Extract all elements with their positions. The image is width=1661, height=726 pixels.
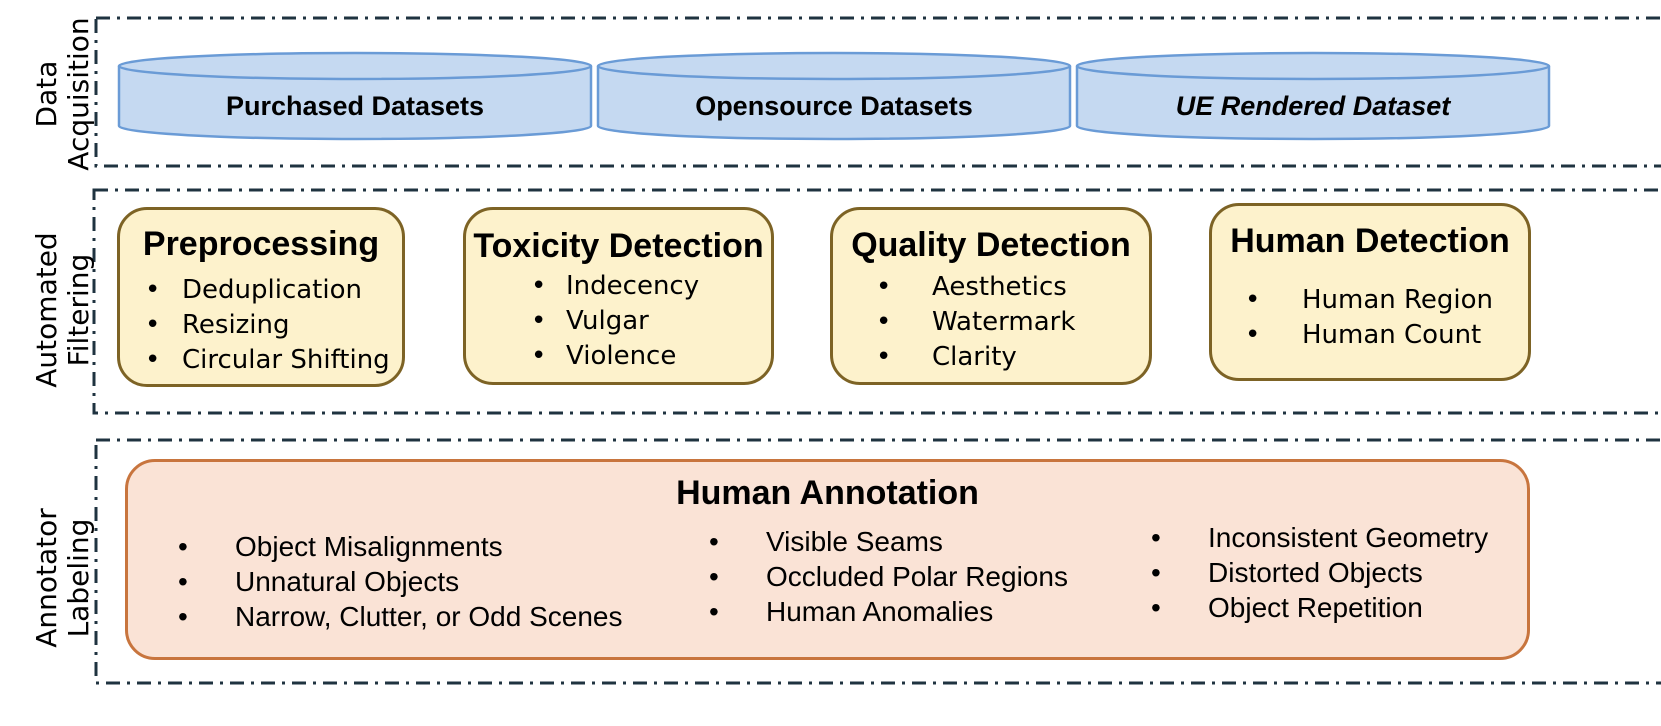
annotation-list-column-2: • Visible Seams • Occluded Polar Regions •… xyxy=(709,524,1068,629)
list-item: • Human Region xyxy=(1245,283,1493,318)
acquisition-panel-frame xyxy=(94,16,1661,168)
list-item-label: Unnatural Objects xyxy=(235,566,460,597)
filter-toxicity-detection: Toxicity Detection • Indecency • Vulgar • V… xyxy=(463,207,774,385)
bullet-icon: • xyxy=(178,531,188,562)
list-item: • Occluded Polar Regions xyxy=(709,559,1068,594)
database-icon xyxy=(1075,51,1551,141)
filter-title: Human Detection xyxy=(1230,222,1510,260)
bullet-icon: • xyxy=(145,345,161,375)
bullet-icon: • xyxy=(531,341,547,371)
filter-item-list: • Aesthetics • Watermark • Clarity xyxy=(876,270,1075,375)
filter-human-detection: Human Detection • Human Region • Human Cou… xyxy=(1209,203,1531,381)
bullet-icon: • xyxy=(1151,557,1161,588)
row-label-line: Acquisition xyxy=(62,17,95,171)
filter-title: Quality Detection xyxy=(851,226,1131,264)
bullet-icon: • xyxy=(178,601,188,632)
bullet-icon: • xyxy=(1245,285,1261,315)
list-item-label: Object Repetition xyxy=(1208,592,1423,623)
list-item: • Deduplication xyxy=(145,273,390,308)
bullet-icon: • xyxy=(1151,522,1161,553)
list-item: • Unnatural Objects xyxy=(178,564,623,599)
list-item: • Clarity xyxy=(876,340,1075,375)
bullet-icon: • xyxy=(145,310,161,340)
list-item-label: Human Anomalies xyxy=(766,596,994,627)
list-item: • Narrow, Clutter, or Odd Scenes xyxy=(178,599,623,634)
filter-title: Preprocessing xyxy=(142,225,380,263)
filter-quality-detection: Quality Detection • Aesthetics • Watermark… xyxy=(830,207,1152,385)
filter-item-list: • Human Region • Human Count xyxy=(1245,283,1493,353)
database-icon xyxy=(117,51,593,141)
bullet-icon: • xyxy=(876,307,892,337)
bullet-icon: • xyxy=(709,561,719,592)
list-item: • Vulgar xyxy=(531,304,699,339)
list-item-label: Distorted Objects xyxy=(1208,557,1423,588)
list-item-label: Deduplication xyxy=(182,275,362,305)
list-item: • Watermark xyxy=(876,305,1075,340)
bullet-icon: • xyxy=(1151,592,1161,623)
list-item: • Human Count xyxy=(1245,318,1493,353)
list-item-label: Watermark xyxy=(932,307,1076,337)
bullet-icon: • xyxy=(1245,320,1261,350)
filter-preprocessing: Preprocessing • Deduplication • Resizing •… xyxy=(117,207,405,387)
list-item-label: Object Misalignments xyxy=(235,531,503,562)
row-label-line: Automated xyxy=(30,232,63,388)
list-item: • Inconsistent Geometry xyxy=(1151,520,1488,555)
bullet-icon: • xyxy=(531,306,547,336)
list-item-label: Narrow, Clutter, or Odd Scenes xyxy=(235,601,623,632)
list-item-label: Vulgar xyxy=(566,306,649,336)
list-item-label: Human Count xyxy=(1302,320,1482,350)
list-item-label: Indecency xyxy=(566,271,700,301)
dataset-ue-rendered: UE Rendered Dataset xyxy=(1075,49,1551,141)
bullet-icon: • xyxy=(709,526,719,557)
dataset-label: Opensource Datasets xyxy=(695,91,973,121)
human-annotation-box: Human Annotation • Object Misalignments •… xyxy=(125,459,1530,660)
bullet-icon: • xyxy=(876,272,892,302)
list-item: • Aesthetics xyxy=(876,270,1075,305)
row-label-line: Annotator xyxy=(30,508,63,648)
filter-item-list: • Deduplication • Resizing • Circular Shift… xyxy=(145,273,390,378)
filter-title: Toxicity Detection xyxy=(473,227,764,265)
annotation-list-column-1: • Object Misalignments • Unnatural Objects… xyxy=(178,529,623,634)
list-item-label: Resizing xyxy=(182,310,290,340)
annotation-list-column-3: • Inconsistent Geometry • Distorted Object… xyxy=(1151,520,1488,625)
list-item-label: Visible Seams xyxy=(766,526,943,557)
database-icon xyxy=(596,51,1072,141)
list-item-label: Violence xyxy=(566,341,677,371)
annotation-title: Human Annotation xyxy=(676,474,979,512)
dataset-label: Purchased Datasets xyxy=(225,91,485,121)
row-label-line: Filtering xyxy=(62,253,95,367)
filtering-panel-frame xyxy=(92,188,1661,415)
list-item: • Human Anomalies xyxy=(709,594,1068,629)
list-item-label: Occluded Polar Regions xyxy=(766,561,1068,592)
bullet-icon: • xyxy=(709,596,719,627)
list-item-label: Human Region xyxy=(1302,285,1494,315)
row-label-annotator-labeling: Annotator Labeling xyxy=(30,478,95,678)
bullet-icon: • xyxy=(178,566,188,597)
bullet-icon: • xyxy=(876,342,892,372)
list-item-label: Inconsistent Geometry xyxy=(1208,522,1489,553)
dataset-purchased: Purchased Datasets xyxy=(117,49,593,141)
dataset-opensource: Opensource Datasets xyxy=(596,49,1072,141)
list-item-label: Circular Shifting xyxy=(182,345,390,375)
list-item: • Indecency xyxy=(531,269,699,304)
list-item: • Violence xyxy=(531,339,699,374)
list-item: • Circular Shifting xyxy=(145,343,390,378)
row-label-data-acquisition: Data Acquisition xyxy=(30,0,95,194)
filter-item-list: • Indecency • Vulgar • Violence xyxy=(531,269,699,374)
bullet-icon: • xyxy=(531,271,547,301)
row-label-line: Data xyxy=(30,60,63,128)
dataset-label: UE Rendered Dataset xyxy=(1175,91,1451,121)
list-item: • Object Repetition xyxy=(1151,590,1488,625)
list-item-label: Clarity xyxy=(932,342,1017,372)
bullet-icon: • xyxy=(145,275,161,305)
row-label-line: Labeling xyxy=(62,518,95,638)
list-item: • Visible Seams xyxy=(709,524,1068,559)
list-item: • Resizing xyxy=(145,308,390,343)
list-item-label: Aesthetics xyxy=(932,272,1067,302)
row-label-automated-filtering: Automated Filtering xyxy=(30,210,95,410)
labeling-panel-frame xyxy=(94,438,1661,685)
list-item: • Object Misalignments xyxy=(178,529,623,564)
list-item: • Distorted Objects xyxy=(1151,555,1488,590)
